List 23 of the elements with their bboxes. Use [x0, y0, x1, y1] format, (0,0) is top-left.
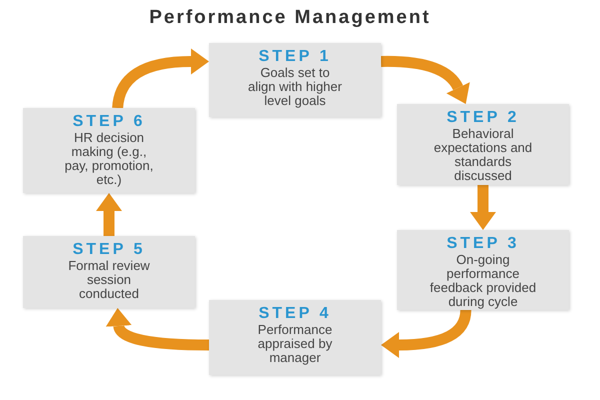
step-box	[209, 43, 381, 117]
arrow	[96, 193, 122, 236]
step-description: HR decision making (e.g., pay, promotion, etc.)	[64, 131, 154, 187]
step-heading: STEP 5	[72, 240, 146, 259]
step-heading: STEP 2	[446, 108, 520, 127]
step-box	[397, 104, 569, 185]
step-description: Formal review session conducted	[67, 259, 151, 301]
diagram-title: Performance Management	[148, 6, 432, 30]
step-box	[23, 108, 195, 193]
step-description: Goals set to align with higher level goals	[247, 66, 343, 108]
step-box	[23, 236, 195, 308]
arrow	[380, 56, 470, 104]
arrow	[106, 308, 210, 350]
step-box	[209, 300, 381, 375]
step-heading: STEP 6	[72, 112, 146, 131]
step-heading: STEP 1	[258, 47, 332, 66]
step-heading: STEP 4	[258, 304, 332, 323]
step-box	[397, 230, 569, 310]
arrow	[470, 185, 496, 230]
step-description: Performance appraised by manager	[256, 323, 334, 365]
step-description: On-going performance feedback provided during cycle	[428, 253, 538, 309]
step-heading: STEP 3	[446, 234, 520, 253]
step-description: Behavioral expectations and standards discussed	[433, 127, 533, 183]
